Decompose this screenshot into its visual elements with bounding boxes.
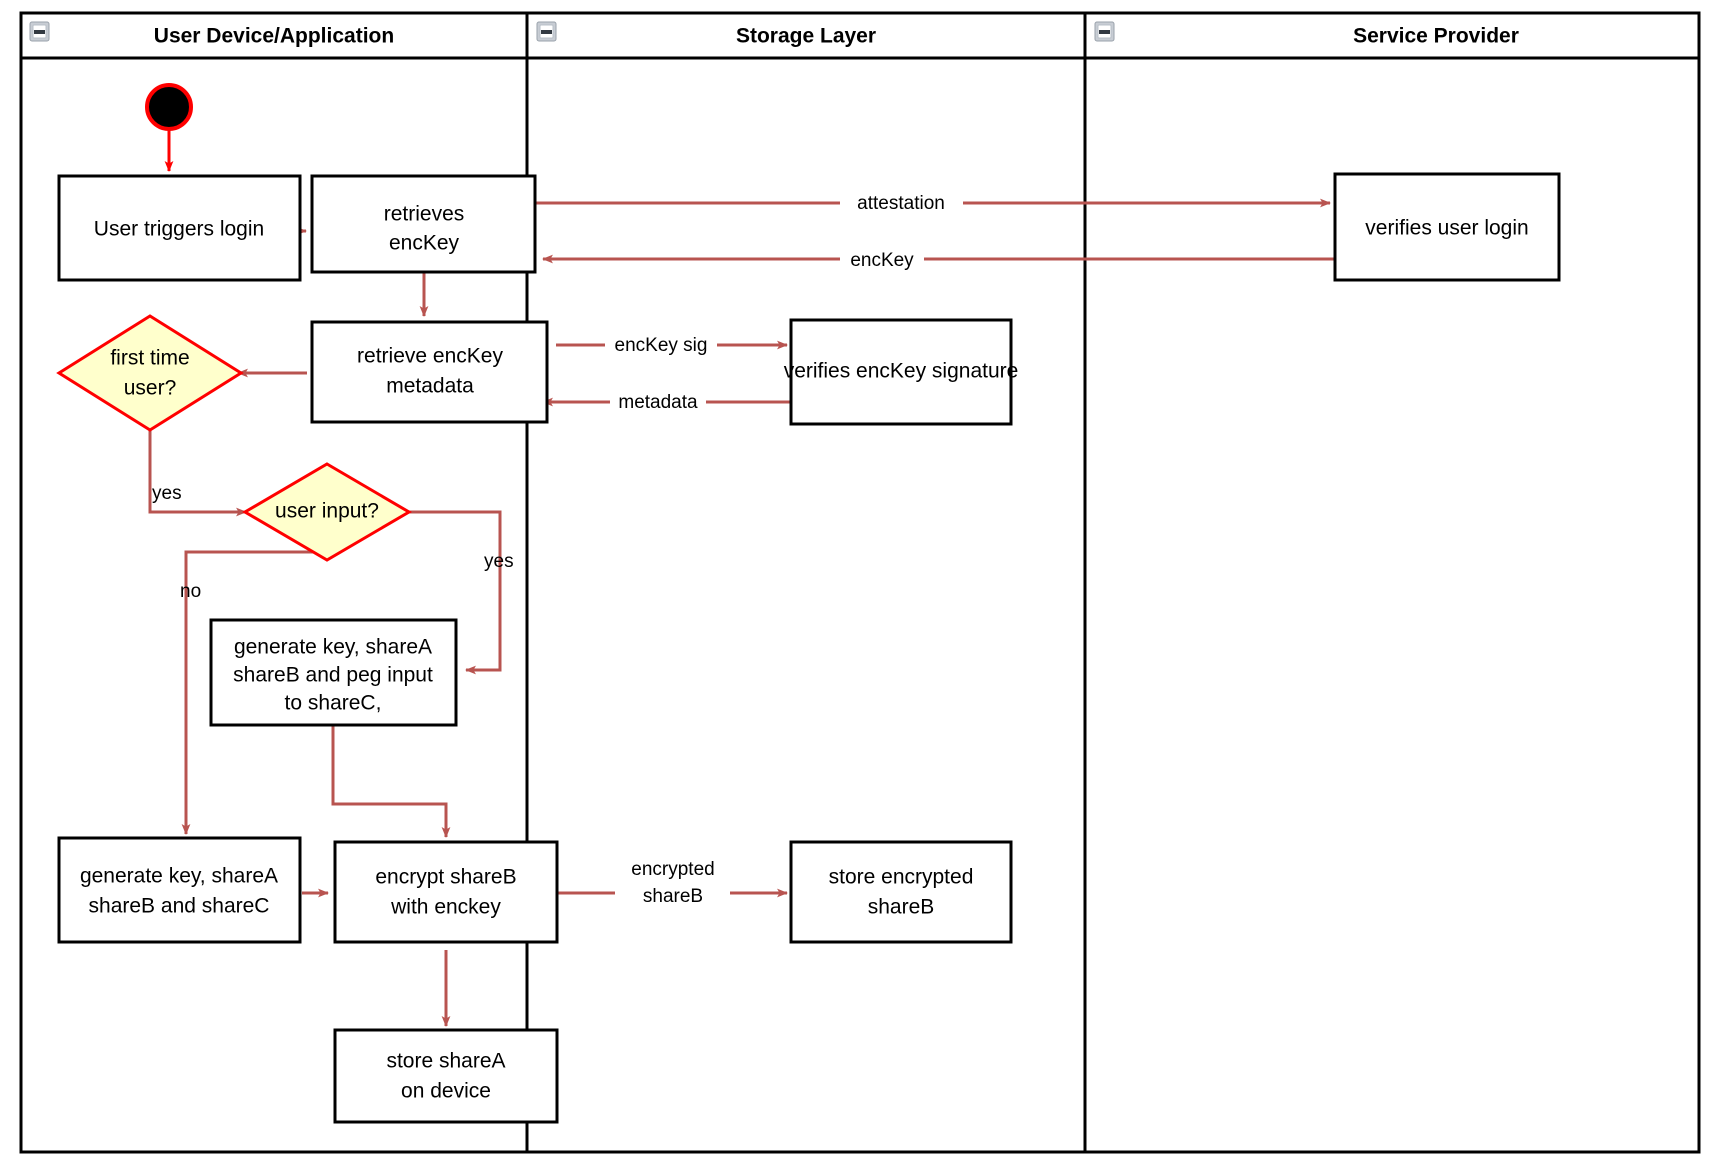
activity-label: verifies encKey signature	[784, 360, 1019, 383]
activity-label-line-2: metadata	[386, 375, 474, 398]
edge-label-attestation-text: attestation	[857, 193, 945, 214]
edge-label-enckey-sig: encKey sig	[605, 332, 717, 358]
activity-store-encrypted-shareb[interactable]: store encrypted shareB	[789, 840, 1013, 944]
edge-peg-to-encrypt	[331, 725, 451, 838]
decision-label-line-1: first time	[110, 347, 189, 370]
lane-header-storage[interactable]: Storage Layer	[536, 21, 876, 48]
activity-verifies-user-login[interactable]: verifies user login	[1333, 172, 1561, 282]
activity-store-sharea[interactable]: store shareA on device	[333, 1028, 559, 1124]
edge-label-yes-userinput: yes	[484, 551, 514, 572]
collapse-minus-icon[interactable]	[1094, 21, 1115, 42]
edge-userinput-yes	[408, 510, 502, 675]
activity-retrieves-enckey[interactable]: retrieves encKey	[310, 174, 537, 274]
activity-label-line-1: store encrypted	[829, 866, 974, 889]
decision-label-line-2: user?	[124, 377, 177, 400]
activity-user-triggers-login[interactable]: User triggers login	[57, 174, 302, 282]
activity-label-line-1: retrieves	[384, 203, 465, 226]
activity-generate-peg[interactable]: generate key, shareA shareB and peg inpu…	[209, 618, 458, 727]
edge-label-encrypted-shareb: encrypted shareB	[615, 855, 730, 909]
lane-header-service-provider[interactable]: Service Provider	[1094, 21, 1519, 48]
activity-label-line-2: shareB and shareC	[89, 895, 270, 918]
activity-retrieve-enckey-metadata[interactable]: retrieve encKey metadata	[310, 320, 549, 424]
edge-label-enckey-text: encKey	[850, 250, 914, 271]
collapse-minus-icon[interactable]	[29, 21, 50, 42]
initial-node[interactable]	[145, 83, 193, 131]
decision-user-input[interactable]: user input?	[242, 462, 412, 562]
edge-label-enckey: encKey	[840, 247, 924, 273]
edge-userinput-no	[181, 550, 327, 835]
edge-label-metadata-text: metadata	[618, 392, 698, 413]
activity-label-line-2: shareB	[868, 896, 935, 919]
edge-label-enckey-sig-text: encKey sig	[615, 335, 708, 356]
lane-title-service-provider: Service Provider	[1353, 25, 1519, 48]
edge-label-attestation: attestation	[840, 190, 963, 216]
lane-title-storage: Storage Layer	[736, 25, 876, 48]
edge-label-encrypted-line2: shareB	[643, 886, 703, 907]
activity-label-line-1: encrypt shareB	[375, 866, 516, 889]
diagram-outer-frame	[19, 11, 1701, 1154]
lane-title-user-device: User Device/Application	[154, 25, 394, 48]
edge-label-no-userinput: no	[180, 581, 201, 602]
activity-label: verifies user login	[1365, 217, 1528, 240]
activity-label-line-1: retrieve encKey	[357, 345, 503, 368]
activity-label-line-2: encKey	[389, 232, 460, 255]
decision-first-time-user[interactable]: first time user?	[56, 314, 244, 432]
activity-label-line-1: generate key, shareA	[234, 636, 432, 659]
activity-label-line-3: to shareC,	[285, 692, 382, 715]
edge-firsttime-yes	[148, 410, 247, 517]
lane-header-user-device[interactable]: User Device/Application	[29, 21, 394, 48]
activity-encrypt-shareb[interactable]: encrypt shareB with enckey	[333, 840, 559, 944]
activity-label-line-2: on device	[401, 1080, 491, 1103]
edge-label-metadata: metadata	[610, 389, 706, 415]
activity-generate-shares[interactable]: generate key, shareA shareB and shareC	[57, 836, 302, 944]
activity-label: User triggers login	[94, 218, 264, 241]
activity-label-line-1: generate key, shareA	[80, 865, 278, 888]
edge-label-yes-firsttime: yes	[152, 483, 182, 504]
collapse-minus-icon[interactable]	[536, 21, 557, 42]
activity-verifies-enckey-signature[interactable]: verifies encKey signature	[784, 318, 1019, 426]
decision-label: user input?	[275, 500, 379, 523]
edge-label-encrypted-line1: encrypted	[631, 859, 714, 880]
activity-label-line-1: store shareA	[386, 1050, 505, 1073]
activity-label-line-2: with enckey	[390, 896, 501, 919]
activity-label-line-2: shareB and peg input	[233, 664, 433, 687]
